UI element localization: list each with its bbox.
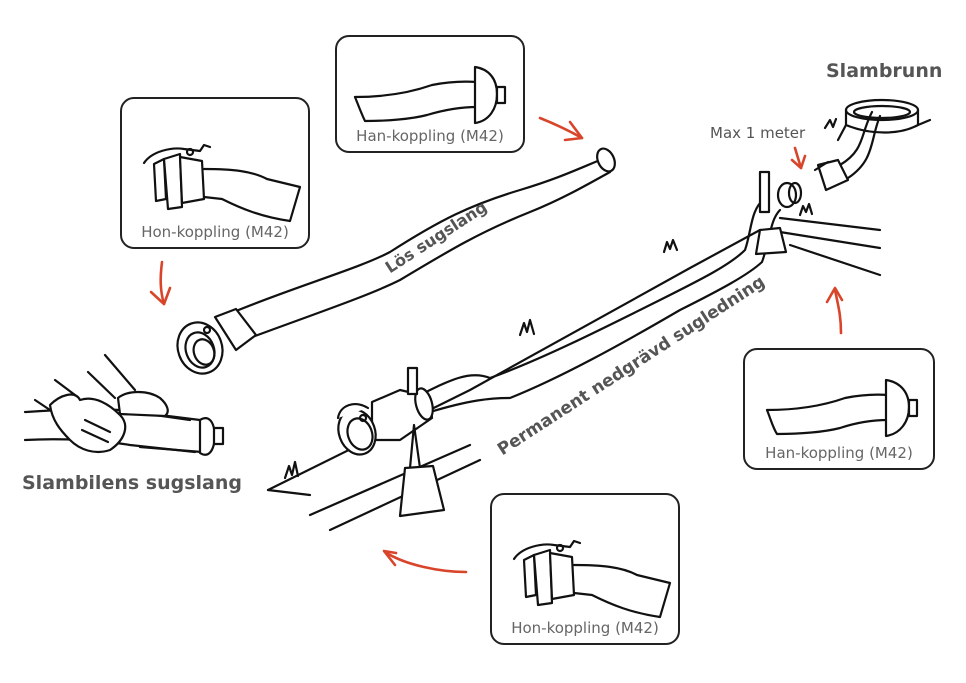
- label-slambrunn: Slambrunn: [826, 60, 943, 82]
- coupling-card-male-right: Han-koppling (M42): [743, 348, 935, 470]
- arrow-to-pipe-end: [825, 286, 844, 335]
- loose-hose-drawing: [176, 147, 616, 375]
- coupling-card-female-bottom: Hon-koppling (M42): [490, 493, 680, 645]
- arrow-to-loose-hose-end: [538, 116, 584, 142]
- female-coupling-icon: [142, 143, 302, 223]
- coupling-caption: Hon-koppling (M42): [511, 619, 659, 637]
- permanent-pipe-drawing: [336, 170, 803, 518]
- male-coupling-icon: [765, 378, 919, 438]
- arrow-to-front-coupling: [382, 549, 468, 574]
- coupling-caption: Hon-koppling (M42): [141, 223, 289, 241]
- arrows: [149, 116, 844, 574]
- male-coupling-icon: [353, 65, 507, 125]
- label-max-distance: Max 1 meter: [710, 124, 806, 142]
- coupling-card-male-top: Han-koppling (M42): [335, 35, 525, 153]
- label-truck-hose: Slambilens sugslang: [22, 472, 242, 494]
- sludge-well-drawing: [813, 98, 932, 192]
- coupling-card-female-top-left: Hon-koppling (M42): [120, 97, 310, 249]
- arrow-to-loose-hose-coupling: [149, 260, 172, 306]
- female-coupling-icon: [512, 539, 672, 619]
- coupling-caption: Han-koppling (M42): [356, 127, 504, 145]
- truck-hose-drawing: [23, 353, 225, 456]
- arrow-max-distance: [790, 146, 807, 170]
- coupling-caption: Han-koppling (M42): [765, 444, 913, 462]
